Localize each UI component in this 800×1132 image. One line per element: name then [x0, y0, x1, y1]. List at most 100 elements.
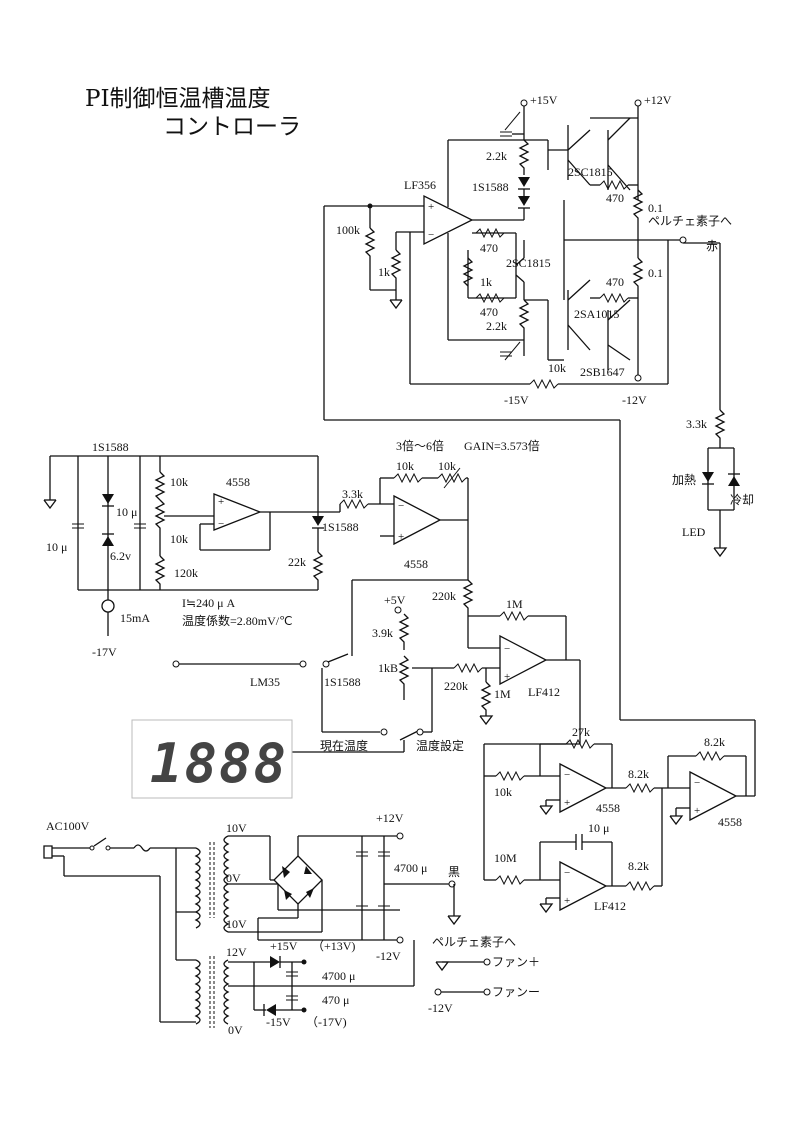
title-line-2: コントローラ [163, 114, 301, 140]
label-r-0-1-a: 0.1 [648, 201, 663, 215]
label-r-120k: 120k [174, 566, 198, 580]
label-r-470-d: 470 [606, 275, 624, 289]
svg-text:−: − [218, 518, 224, 530]
label-r-100k: 100k [336, 223, 360, 237]
label-r-8k2-a: 8.2k [704, 735, 725, 749]
label-r-10m: 10M [494, 851, 517, 865]
label-r-10k-b: 10k [170, 475, 188, 489]
label-q-2sc1815-a: 2SC1815 [568, 165, 613, 179]
svg-text:+: + [694, 805, 700, 817]
sensor-amplifier: 1S1588 10 μ 10 μ 6.2v 10k 10k 120k 15mA … [43, 438, 581, 880]
label-r-220k-b: 220k [444, 679, 468, 693]
label-z-6v2: 6.2v [110, 549, 131, 563]
label-fan-minus: ファンー [492, 985, 540, 999]
label-d-1s1588-c: 1S1588 [322, 520, 359, 534]
label-gain: GAIN=3.573倍 [464, 438, 540, 453]
label-r-470-a: 470 [606, 191, 624, 205]
label-c-4700u-b: 4700 μ [322, 969, 355, 983]
label-q-2sa1015: 2SA1015 [574, 307, 619, 321]
label-peltier-red: ペルチェ素子へ [648, 214, 732, 228]
label-r-3k3-b: 3.3k [342, 487, 363, 501]
label-r-10k-d: 10k [396, 459, 414, 473]
label-tempco: 温度係数=2.80mV/℃ [182, 613, 293, 628]
label-d-1s1588-b: 1S1588 [92, 440, 129, 454]
label-t-12v: 12V [226, 945, 247, 959]
svg-text:+: + [564, 895, 570, 907]
label-r-10k-e: 10k [438, 459, 456, 473]
label-i-240: I≒240 μ A [182, 596, 235, 610]
svg-text:+: + [218, 496, 224, 508]
label-pot-1kb: 1kB [378, 661, 398, 675]
label-black: 黒 [448, 865, 460, 879]
label-minus12v-c: -12V [428, 1001, 453, 1015]
label-set-temp: 温度設定 [416, 738, 464, 753]
svg-text:−: − [694, 777, 700, 789]
title-line-1: PI制御恒温槽温度 [85, 86, 271, 112]
label-r-22k: 22k [288, 555, 306, 569]
label-cur-15ma: 15mA [120, 611, 150, 625]
svg-text:−: − [564, 769, 570, 781]
label-r-1k-b: 1k [480, 275, 492, 289]
label-d-1s1588-d: 1S1588 [324, 675, 361, 689]
label-r-1m-b: 1M [494, 687, 511, 701]
label-c-10u-b: 10 μ [116, 505, 137, 519]
label-t-0v-a: 0V [226, 871, 241, 885]
label-r-1m-a: 1M [506, 597, 523, 611]
label-op-lf412-b: LF412 [594, 899, 626, 913]
label-led: LED [682, 525, 706, 539]
label-r-3k9: 3.9k [372, 626, 393, 640]
label-c-4700u-a: 4700 μ [394, 861, 427, 875]
label-r-8k2-c: 8.2k [628, 859, 649, 873]
label-plus15v-b: +15V [270, 939, 298, 953]
label-plus13v: （+13V) [312, 939, 355, 953]
label-plus12v-top: +12V [644, 93, 672, 107]
label-r-2k2-a: 2.2k [486, 149, 507, 163]
label-d-1s1588-a: 1S1588 [472, 180, 509, 194]
label-plus15v-top: +15V [530, 93, 558, 107]
label-peltier-b: ペルチェ素子へ [432, 935, 516, 949]
label-r-470-b: 470 [480, 241, 498, 255]
svg-text:+: + [428, 201, 434, 213]
label-gain-range: 3倍～6倍 [396, 438, 444, 453]
label-op-lf356: LF356 [404, 178, 436, 192]
label-red: 赤 [706, 239, 718, 253]
label-r-2k2-b: 2.2k [486, 319, 507, 333]
label-r-220k-a: 220k [432, 589, 456, 603]
label-op-4558-a: 4558 [226, 475, 250, 489]
label-plus5v: +5V [384, 593, 406, 607]
label-op-4558-b: 4558 [404, 557, 428, 571]
label-r-0-1-b: 0.1 [648, 266, 663, 280]
label-r-27k: 27k [572, 725, 590, 739]
label-minus15v-a: -15V [504, 393, 529, 407]
svg-text:+: + [398, 531, 404, 543]
label-c-10u-c: 10 μ [588, 821, 609, 835]
label-op-lf412-a: LF412 [528, 685, 560, 699]
label-lm35: LM35 [250, 675, 280, 689]
seven-segment-display: 1888 [131, 719, 293, 799]
svg-text:−: − [428, 229, 434, 241]
label-minus12v-b: -12V [376, 949, 401, 963]
label-op-4558-d: 4558 [718, 815, 742, 829]
power-supply: AC100V 10V 0V 10V [43, 811, 540, 1037]
label-r-10k-c: 10k [170, 532, 188, 546]
label-r-8k2-b: 8.2k [628, 767, 649, 781]
label-minus17v-b: （-17V) [306, 1015, 347, 1029]
label-q-2sc1815-b: 2SC1815 [506, 256, 551, 270]
label-cool: 冷却 [730, 493, 754, 507]
svg-text:+: + [504, 671, 510, 683]
label-r-3k3-a: 3.3k [686, 417, 707, 431]
label-minus17v: -17V [92, 645, 117, 659]
label-r-470-c: 470 [480, 305, 498, 319]
label-ac100v: AC100V [46, 819, 90, 833]
label-t-10v-a: 10V [226, 821, 247, 835]
label-c-10u-a: 10 μ [46, 540, 67, 554]
label-fan-plus: ファン＋ [492, 955, 540, 969]
svg-text:+: + [564, 797, 570, 809]
label-minus15v-b: -15V [266, 1015, 291, 1029]
pi-controller: 10k 27k − + 4558 8.2k 8.2k − + 4558 [484, 725, 755, 914]
label-heat: 加熱 [672, 473, 696, 487]
svg-text:−: − [504, 643, 510, 655]
label-r-10k-f: 10k [494, 785, 512, 799]
svg-text:−: − [564, 867, 570, 879]
